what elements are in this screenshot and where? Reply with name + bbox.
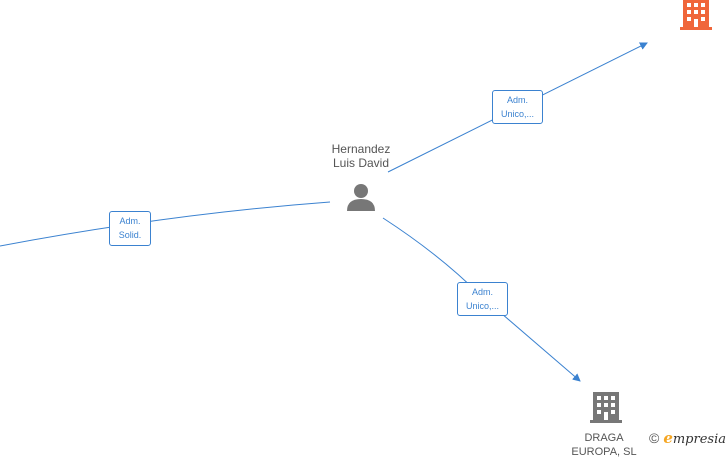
- building-icon[interactable]: [680, 0, 712, 30]
- edge-from-left: [0, 201, 331, 247]
- person-icon[interactable]: [347, 184, 375, 211]
- relation-role-detail: Solid.: [118, 230, 142, 240]
- person-name[interactable]: Hernandez Luis David: [311, 142, 411, 170]
- relation-label-left[interactable]: Adm. Solid.: [109, 211, 151, 246]
- empresia-logo-initial: e: [663, 429, 673, 447]
- company-draga-label[interactable]: DRAGA EUROPA, SL: [564, 431, 644, 459]
- building-icon[interactable]: [590, 392, 622, 423]
- company-draga-label-line1: DRAGA: [584, 432, 624, 444]
- empresia-watermark: © empresia: [649, 429, 726, 447]
- relation-label-top-right[interactable]: Adm. Unico,...: [492, 90, 543, 124]
- relation-label-draga[interactable]: Adm. Unico,...: [457, 282, 508, 316]
- empresia-logo-text: mpresia: [672, 432, 726, 447]
- relation-role-detail: Unico,...: [465, 301, 499, 311]
- person-name-line2: Luis David: [332, 156, 390, 170]
- relation-role: Adm.: [506, 95, 528, 105]
- person-name-line1: Hernandez: [331, 142, 391, 156]
- relation-role: Adm.: [119, 216, 141, 226]
- relation-role-detail: Unico,...: [500, 109, 534, 119]
- relation-role: Adm.: [471, 287, 493, 297]
- company-draga-label-line2: EUROPA, SL: [571, 446, 637, 458]
- copyright-symbol: ©: [648, 430, 660, 446]
- empresia-logo: empresia: [663, 429, 726, 447]
